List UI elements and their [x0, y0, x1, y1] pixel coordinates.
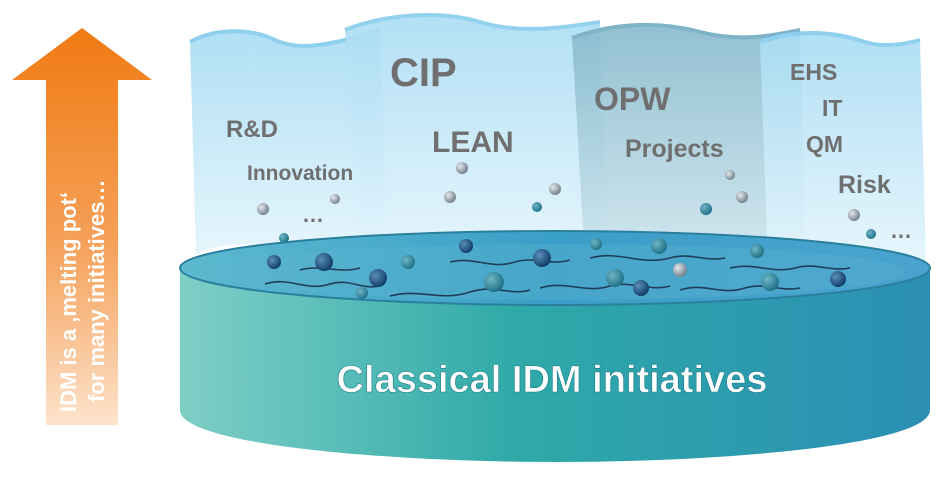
arrow-shape: [12, 28, 152, 425]
banner-opw: [571, 22, 806, 267]
label-opw: OPW: [594, 81, 671, 117]
label-ehs: EHS: [790, 59, 837, 85]
banner-ehs: [759, 31, 926, 269]
banner-labels: R&D Innovation … CIP LEAN OPW Projects E…: [226, 51, 912, 243]
pot-particles: [267, 238, 846, 299]
banner-cip: [344, 13, 608, 268]
label-cip: CIP: [390, 51, 457, 95]
label-risk: Risk: [838, 171, 891, 199]
arrow-text-line2: for many initiatives…: [84, 179, 109, 402]
arrow-text-line1: IDM is a ‚melting pot‘: [56, 192, 81, 412]
label-rd-more: …: [302, 202, 324, 227]
pot-side: [180, 268, 930, 462]
label-innovation: Innovation: [247, 162, 353, 185]
label-rd: R&D: [226, 116, 278, 143]
label-it: IT: [822, 95, 842, 121]
melting-pot: Classical IDM initiatives: [179, 230, 931, 462]
label-ehs-more: …: [890, 218, 912, 243]
pot-label: Classical IDM initiatives: [337, 359, 768, 401]
initiatives-arrow: IDM is a ‚melting pot‘ for many initiati…: [12, 28, 152, 425]
floating-particles: [257, 162, 876, 243]
label-projects: Projects: [625, 135, 724, 163]
surface-squiggles: [264, 254, 851, 297]
label-qm: QM: [806, 131, 843, 157]
label-lean: LEAN: [432, 126, 514, 159]
